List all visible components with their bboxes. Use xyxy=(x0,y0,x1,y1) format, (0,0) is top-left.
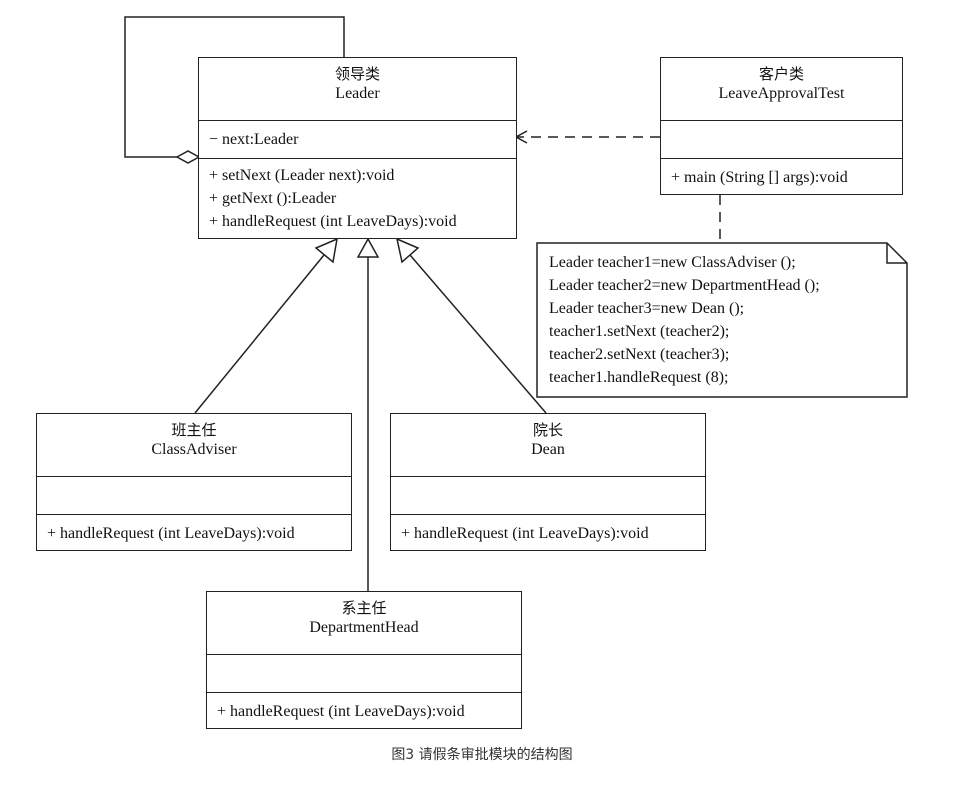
class-class-adviser-name: 班主任 ClassAdviser xyxy=(37,414,351,476)
note-line: teacher1.setNext (teacher2); xyxy=(549,323,730,340)
operation-handle-request: + handleRequest (int LeaveDays):void xyxy=(217,703,465,720)
class-client-operations: + main (String [] args):void xyxy=(661,158,902,189)
figure-caption: 图3 请假条审批模块的结构图 xyxy=(391,747,573,763)
operation-main: + main (String [] args):void xyxy=(671,169,848,186)
class-dean: 院长 Dean + handleRequest (int LeaveDays):… xyxy=(390,413,706,551)
class-department-head-attributes xyxy=(207,654,521,692)
class-dean-operations: + handleRequest (int LeaveDays):void xyxy=(391,514,705,545)
class-leader-operations: + setNext (Leader next):void + getNext (… xyxy=(199,158,516,233)
class-leader-name: 领导类 Leader xyxy=(199,58,516,120)
class-department-head-en: DepartmentHead xyxy=(309,619,419,636)
class-dean-attributes xyxy=(391,476,705,514)
class-class-adviser-operations: + handleRequest (int LeaveDays):void xyxy=(37,514,351,545)
class-class-adviser-en: ClassAdviser xyxy=(151,441,237,458)
note-line: Leader teacher2=new DepartmentHead (); xyxy=(549,277,820,294)
generalization-triangle-class-adviser xyxy=(314,237,338,264)
note-line: Leader teacher1=new ClassAdviser (); xyxy=(549,254,796,271)
class-client-en: LeaveApprovalTest xyxy=(718,85,845,102)
class-client-attributes xyxy=(661,120,902,158)
operation-handle-request: + handleRequest (int LeaveDays):void xyxy=(47,525,295,542)
class-class-adviser-cn: 班主任 xyxy=(171,421,217,439)
note-line: teacher2.setNext (teacher3); xyxy=(549,346,730,363)
note-fold xyxy=(886,243,907,264)
note-shape xyxy=(536,242,908,398)
class-dean-en: Dean xyxy=(531,441,565,458)
note-line: teacher1.handleRequest (8); xyxy=(549,369,729,386)
note-line: Leader teacher3=new Dean (); xyxy=(549,300,745,317)
aggregation-diamond xyxy=(175,150,201,164)
class-department-head-cn: 系主任 xyxy=(341,599,387,617)
generalization-line-dean xyxy=(409,254,547,414)
class-class-adviser: 班主任 ClassAdviser + handleRequest (int Le… xyxy=(36,413,352,551)
class-leader-en: Leader xyxy=(335,85,380,102)
operation-handle-request: + handleRequest (int LeaveDays):void xyxy=(401,525,649,542)
class-department-head: 系主任 DepartmentHead + handleRequest (int … xyxy=(206,591,522,729)
operation-set-next: + setNext (Leader next):void xyxy=(209,167,395,184)
generalization-triangle-department-head xyxy=(356,237,380,258)
class-client-cn: 客户类 xyxy=(758,65,804,83)
class-department-head-name: 系主任 DepartmentHead xyxy=(207,592,521,654)
generalization-triangle-dean xyxy=(395,237,420,264)
class-dean-cn: 院长 xyxy=(532,421,563,439)
class-leader-cn: 领导类 xyxy=(334,65,380,83)
self-association-line xyxy=(124,16,345,158)
generalization-line-class-adviser xyxy=(194,254,325,414)
class-leader: 领导类 Leader − next:Leader + setNext (Lead… xyxy=(198,57,517,239)
class-client-name: 客户类 LeaveApprovalTest xyxy=(661,58,902,120)
class-leader-attributes: − next:Leader xyxy=(199,120,516,158)
operation-get-next: + getNext ():Leader xyxy=(209,190,337,207)
class-client: 客户类 LeaveApprovalTest + main (String [] … xyxy=(660,57,903,195)
code-note: Leader teacher1=new ClassAdviser (); Lea… xyxy=(537,243,907,397)
attribute-next: − next:Leader xyxy=(209,131,299,148)
class-department-head-operations: + handleRequest (int LeaveDays):void xyxy=(207,692,521,723)
class-dean-name: 院长 Dean xyxy=(391,414,705,476)
class-class-adviser-attributes xyxy=(37,476,351,514)
operation-handle-request: + handleRequest (int LeaveDays):void xyxy=(209,213,457,230)
